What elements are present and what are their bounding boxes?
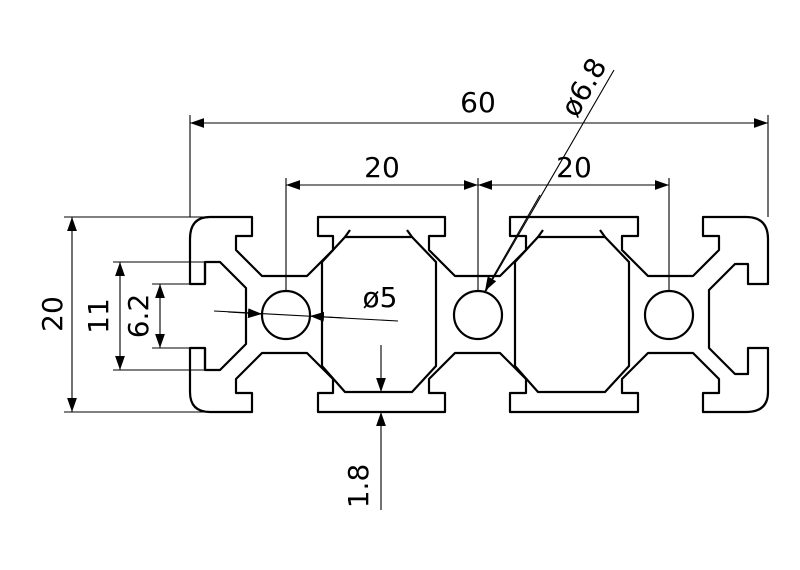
profile-outline: [188, 215, 770, 414]
pitch-left-label: 20: [364, 151, 400, 184]
dimension-hole-diameter: ø5: [213, 281, 399, 322]
slot-opening-label: 11: [82, 298, 115, 334]
dimension-overall-width: 60: [189, 86, 769, 217]
core-hole-center: [452, 289, 504, 341]
slot-neck-label: 6.2: [122, 294, 155, 339]
dimension-pitch-left: 20: [285, 151, 479, 291]
overall-width-label: 60: [460, 86, 496, 119]
dimension-large-hole-diameter: ø6.8: [484, 52, 615, 292]
height-label: 20: [36, 296, 69, 332]
pitch-right-label: 20: [556, 151, 592, 184]
dimension-pitch-right: 20: [478, 151, 670, 291]
core-hole-right: [643, 289, 695, 341]
dimension-slot-neck: 6.2: [122, 283, 205, 349]
dimension-height: 20: [36, 216, 210, 413]
dimension-slot-opening: 11: [82, 261, 220, 371]
hole-diameter-label: ø5: [363, 281, 398, 314]
dimension-wall-thickness: 1.8: [342, 345, 386, 510]
wall-thickness-label: 1.8: [342, 464, 375, 509]
